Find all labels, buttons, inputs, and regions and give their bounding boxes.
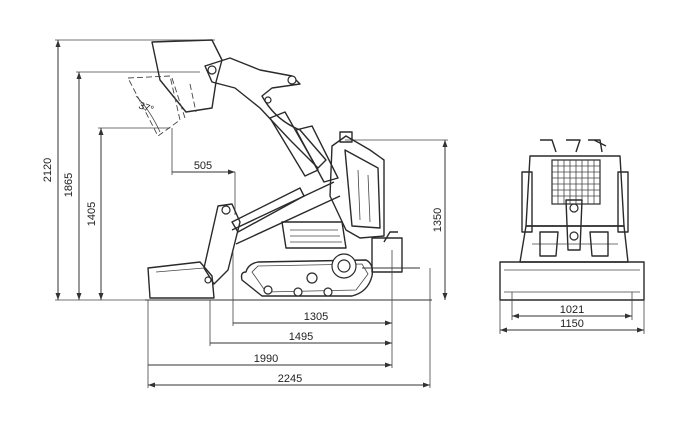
label-dump-angle: 37° <box>137 100 155 116</box>
lift-arm-raised <box>204 57 339 183</box>
dim-length-2245: 2245 <box>148 268 431 388</box>
dim-height-1405: 1405 <box>86 127 170 300</box>
label-1305: 1305 <box>304 311 328 323</box>
dim-length-1305: 1305 <box>232 250 393 326</box>
label-505: 505 <box>194 160 212 172</box>
front-view: 1021 1150 <box>499 139 645 334</box>
label-1865: 1865 <box>63 173 75 197</box>
dim-reach-505: 505 <box>171 128 236 215</box>
dim-width-1021: 1021 <box>511 292 633 320</box>
label-2120: 2120 <box>42 158 54 182</box>
raised-bucket: 37° <box>127 39 223 137</box>
lowered-bucket <box>147 187 305 299</box>
label-1150: 1150 <box>560 318 584 330</box>
dim-length-1495: 1495 <box>209 300 393 346</box>
dim-height-1350: 1350 <box>345 139 448 300</box>
dim-height-1865: 1865 <box>63 71 200 300</box>
dim-width-1150: 1150 <box>499 300 645 334</box>
dim-height-2120: 2120 <box>42 39 215 301</box>
tracks <box>240 253 374 297</box>
side-view: 2120 1865 1405 1350 <box>42 39 448 388</box>
label-1350: 1350 <box>432 208 444 232</box>
dim-length-1990: 1990 <box>147 300 393 388</box>
label-2245: 2245 <box>278 373 302 385</box>
machine-body <box>231 131 420 273</box>
label-1021: 1021 <box>560 304 584 316</box>
label-1405: 1405 <box>86 202 98 226</box>
label-1990: 1990 <box>254 353 278 365</box>
label-1495: 1495 <box>289 331 313 343</box>
